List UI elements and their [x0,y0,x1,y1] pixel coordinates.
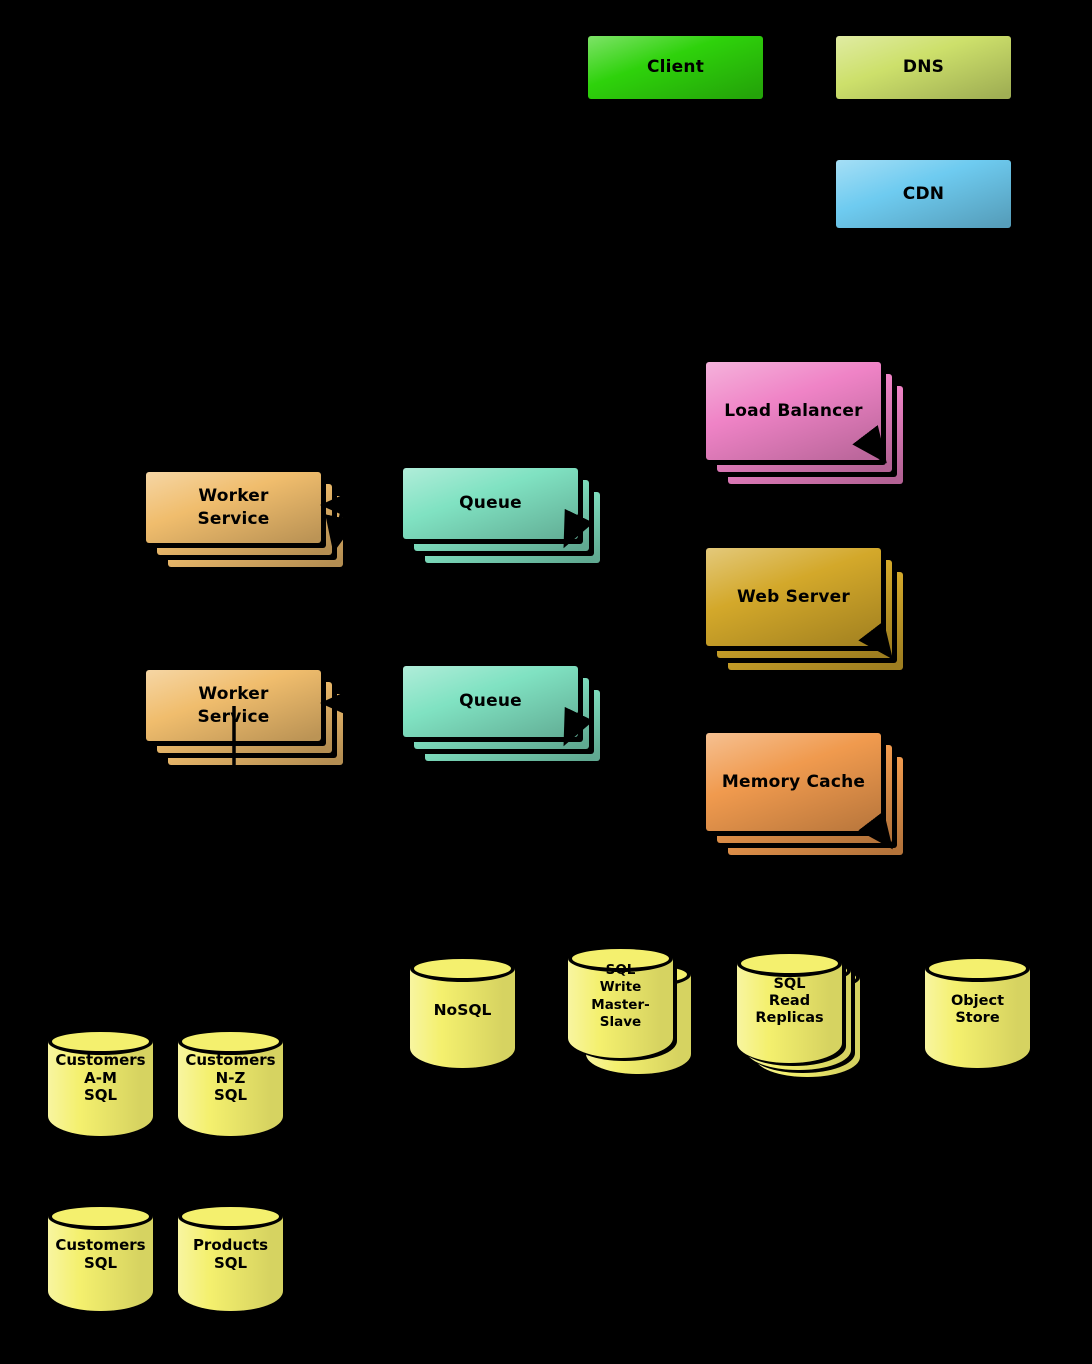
sql-write-label: SQL Write Master- Slave [591,962,650,1030]
worker-service-top-label: Worker Service [197,486,270,529]
worker-service-top-box: Worker Service [146,472,321,543]
customers-am-sql-db: Customers A-M SQL [48,1028,153,1136]
customers-sql-label: Customers SQL [55,1236,146,1272]
products-sql-label: Products SQL [192,1236,269,1272]
load-balancer-label: Load Balancer [724,400,863,421]
worker-service-top-node: Worker Service [146,472,343,567]
customers-am-top [48,1028,153,1055]
nosql-db-body [410,968,515,1068]
object-store-label: Object Store [950,993,1005,1027]
nosql-db-top [410,955,515,982]
products-sql-body [178,1216,283,1311]
load-balancer-box: Load Balancer [706,362,881,460]
sql-read-label: SQL Read Replicas [755,976,824,1027]
customers-am-label: Customers A-M SQL [55,1051,146,1105]
dns-box: DNS [836,36,1011,99]
object-store-db: Object Store [925,955,1030,1068]
memory-cache-node: Memory Cache [706,733,903,855]
sql-read-replicas-node: SQL Read Replicas [737,950,860,1077]
queue-top-box: Queue [403,468,578,539]
client-node: Client [588,36,763,99]
cdn-label: CDN [902,183,945,204]
products-sql-db: Products SQL [178,1203,283,1311]
products-sql-top [178,1203,283,1230]
customers-sql-body [48,1216,153,1311]
queue-top-label: Queue [459,493,522,514]
object-store-body [925,968,1030,1068]
worker-service-bottom-label: Worker Service [197,684,270,727]
sql-write-front-top [568,945,673,972]
nosql-db-label: NoSQL [433,1001,492,1019]
cdn-node: CDN [836,160,1011,228]
queue-bottom-box: Queue [403,666,578,737]
dns-node: DNS [836,36,1011,99]
web-server-node: Web Server [706,548,903,670]
customers-sql-db: Customers SQL [48,1203,153,1311]
queue-top-node: Queue [403,468,600,563]
queue-bottom-node: Queue [403,666,600,761]
customers-nz-body [178,1041,283,1136]
customers-nz-sql-db: Customers N-Z SQL [178,1028,283,1136]
dns-label: DNS [902,57,945,78]
customers-am-body [48,1041,153,1136]
sql-write-front-cylinder: SQL Write Master- Slave [568,945,673,1058]
worker-service-bottom-box: Worker Service [146,670,321,741]
client-label: Client [646,57,705,78]
client-box: Client [588,36,763,99]
customers-nz-label: Customers N-Z SQL [185,1051,276,1105]
sql-read-front-top [737,950,842,977]
load-balancer-node: Load Balancer [706,362,903,484]
sql-read-front-cylinder: SQL Read Replicas [737,950,842,1063]
nosql-db: NoSQL [410,955,515,1068]
memory-cache-box: Memory Cache [706,733,881,831]
web-server-box: Web Server [706,548,881,646]
queue-bottom-label: Queue [459,691,522,712]
customers-sql-top [48,1203,153,1230]
sql-read-front-body [737,963,842,1063]
web-server-label: Web Server [737,586,850,607]
worker-service-bottom-node: Worker Service [146,670,343,765]
object-store-top [925,955,1030,982]
memory-cache-label: Memory Cache [721,771,866,792]
cdn-box: CDN [836,160,1011,228]
customers-nz-top [178,1028,283,1055]
sql-write-master-slave-node: SQL Write Master- Slave [568,945,691,1074]
sql-write-front-body [568,958,673,1058]
